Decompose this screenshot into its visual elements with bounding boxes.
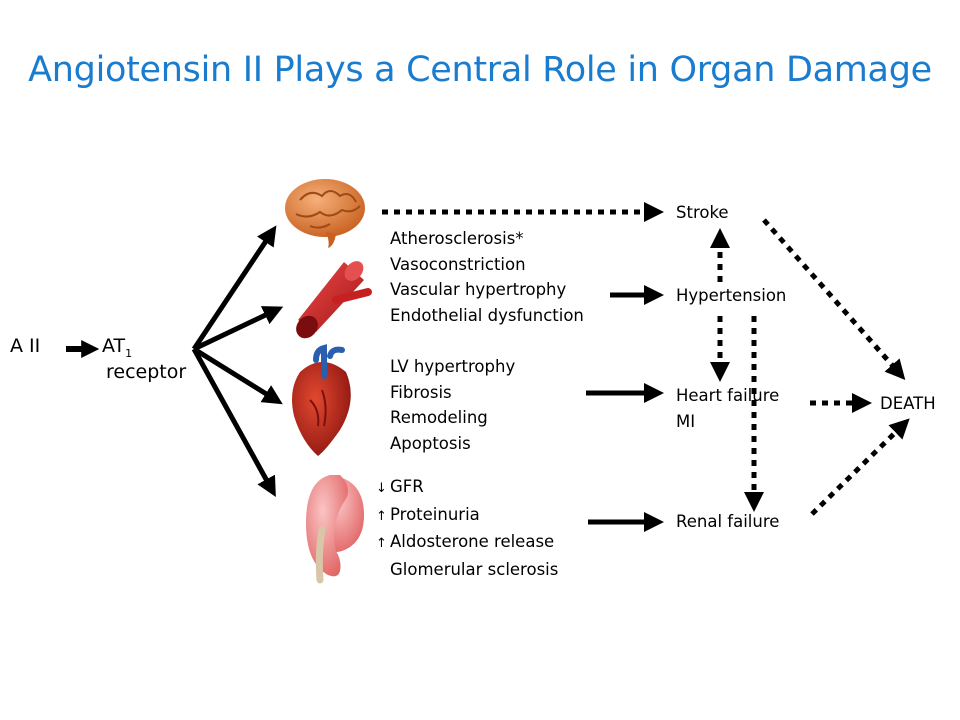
list-item: Vasoconstriction bbox=[390, 254, 526, 274]
kidney-effects-list: ↓GFR ↑Proteinuria ↑Aldosterone release G… bbox=[376, 474, 558, 582]
outcome-heart-failure: Heart failure bbox=[676, 386, 780, 405]
at1-sub: 1 bbox=[125, 346, 133, 360]
direction-mark: ↑ bbox=[376, 508, 387, 524]
list-item: Vascular hypertrophy bbox=[390, 280, 567, 299]
list-item: Apoptosis bbox=[390, 433, 471, 453]
stroke-to-death-arrow bbox=[762, 218, 906, 380]
list-item: ↑Aldosterone release bbox=[376, 529, 558, 557]
outcome-mi: MI bbox=[676, 412, 696, 431]
brain-icon bbox=[285, 179, 365, 248]
fan-arrow-kidney bbox=[191, 347, 276, 498]
heart-effects-list: LV hypertrophy Fibrosis Remodeling Apopt… bbox=[390, 354, 515, 456]
page-title: Angiotensin II Plays a Central Role in O… bbox=[28, 50, 932, 90]
list-item: LV hypertrophy bbox=[390, 357, 516, 376]
list-item: ↑Proteinuria bbox=[376, 502, 558, 530]
fan-arrow-brain bbox=[191, 225, 277, 351]
list-item: Atherosclerosis* bbox=[390, 229, 524, 248]
fan-arrow-vessel bbox=[192, 306, 284, 352]
vascular-effects-list: Atherosclerosis* Vasoconstriction Vascul… bbox=[390, 226, 584, 328]
list-item: ↓GFR bbox=[376, 474, 558, 502]
direction-mark: ↑ bbox=[376, 536, 387, 551]
fan-arrow-heart bbox=[192, 346, 283, 405]
list-item: Endothelial dysfunction bbox=[390, 305, 584, 325]
list-item: Fibrosis bbox=[390, 382, 452, 402]
outcome-death: DEATH bbox=[880, 394, 936, 413]
outcome-renal-failure: Renal failure bbox=[676, 512, 780, 531]
a2-label: A II bbox=[10, 335, 41, 357]
list-item: Glomerular sclerosis bbox=[390, 559, 559, 579]
outcome-hypertension: Hypertension bbox=[676, 286, 787, 305]
at1-receptor-label: AT1 bbox=[102, 334, 132, 366]
list-item: Remodeling bbox=[390, 408, 488, 427]
kidney-icon bbox=[306, 475, 364, 584]
artery-icon bbox=[296, 261, 372, 339]
fan-arrows bbox=[191, 225, 284, 498]
at1-main: AT bbox=[102, 335, 126, 357]
renal-to-death-arrow bbox=[810, 418, 910, 516]
direction-mark: ↓ bbox=[376, 481, 387, 496]
receptor-word: receptor bbox=[106, 361, 187, 383]
outcome-stroke: Stroke bbox=[676, 203, 729, 222]
heart-icon bbox=[292, 344, 351, 456]
